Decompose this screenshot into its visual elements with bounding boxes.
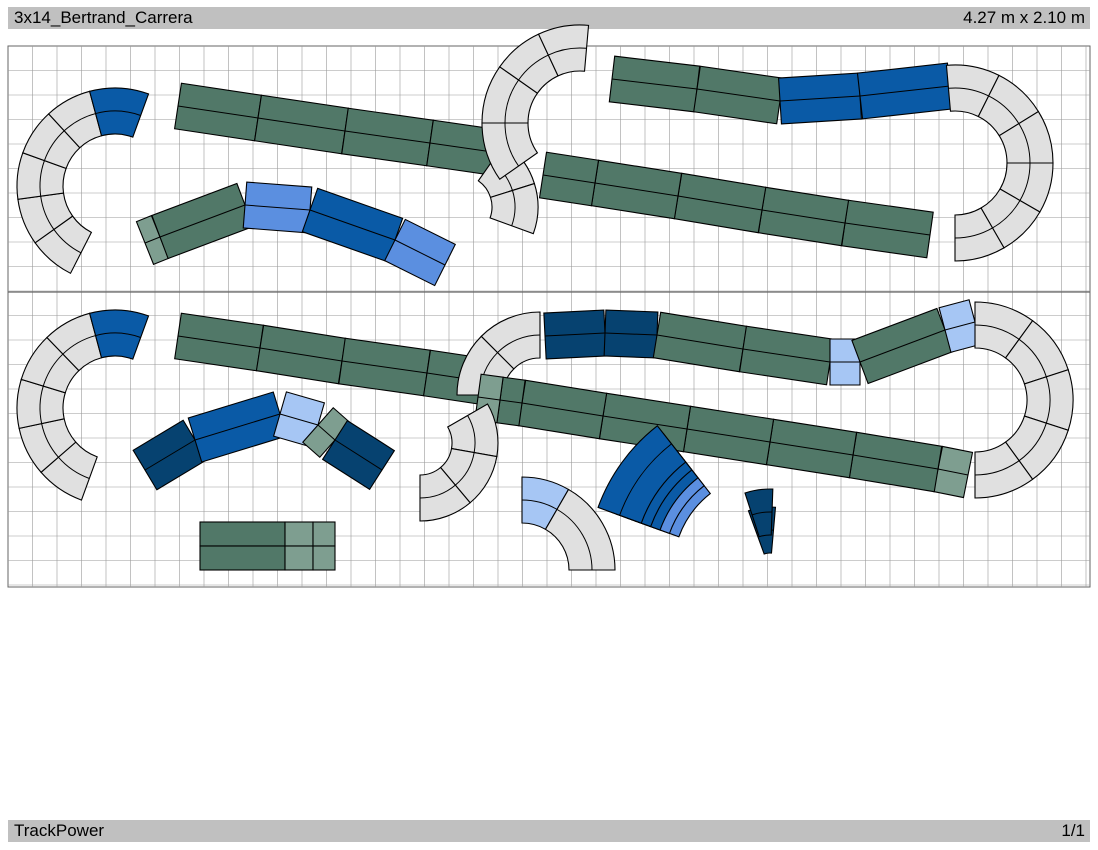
lane-divider <box>43 130 65 161</box>
lane-divider <box>41 423 59 458</box>
lane-divider <box>309 209 396 241</box>
lane-divider <box>95 332 141 338</box>
lane-divider <box>1018 123 1031 164</box>
lane-divider <box>852 454 939 470</box>
curve-piece <box>88 309 150 360</box>
spare-short-straight <box>284 545 314 571</box>
lane-divider <box>341 360 428 374</box>
lane-divider <box>62 335 96 355</box>
lane-divider <box>974 324 1020 340</box>
curve-piece <box>974 441 1034 499</box>
lane-divider <box>394 239 446 266</box>
spare-straight <box>199 545 286 571</box>
lane-divider <box>548 47 587 56</box>
footer-bar: TrackPower 1/1 <box>8 820 1090 842</box>
lane-divider <box>779 95 861 102</box>
lane-divider <box>53 229 82 254</box>
spare-short-straight <box>312 545 336 571</box>
lane-divider <box>58 456 90 479</box>
curve-piece <box>480 311 541 370</box>
lane-divider <box>63 113 96 132</box>
lane-divider <box>477 396 501 401</box>
lane-divider <box>544 332 606 337</box>
lane-divider <box>974 460 1020 476</box>
lane-divider <box>619 443 672 516</box>
lane-divider <box>859 329 946 363</box>
app-name: TrackPower <box>14 821 105 840</box>
lane-divider <box>1018 423 1047 462</box>
header-bar: 3x14_Bertrand_Carrera 4.27 m x 2.10 m <box>8 7 1090 29</box>
lane-divider <box>39 160 45 197</box>
lane-divider <box>859 85 951 97</box>
lane-divider <box>988 95 1020 124</box>
lane-divider <box>1019 162 1031 201</box>
lane-divider <box>611 78 698 90</box>
lane-divider <box>656 334 744 350</box>
lane-divider <box>1018 338 1047 377</box>
lane-divider <box>40 196 55 230</box>
lane-divider <box>419 484 456 499</box>
page-number: 1/1 <box>1061 821 1085 840</box>
lane-divider <box>954 227 993 239</box>
lane-divider <box>521 499 558 510</box>
curve-piece <box>489 182 539 235</box>
lane-divider <box>95 110 141 116</box>
track-pieces <box>16 24 1074 571</box>
spare-straight <box>199 521 286 547</box>
lane-divider <box>177 335 261 349</box>
spare-short-straight <box>312 521 336 547</box>
lane-divider <box>317 424 336 441</box>
layout-dimensions: 4.27 m x 2.10 m <box>963 8 1085 27</box>
spare-curve <box>544 488 616 571</box>
lane-divider <box>279 413 319 426</box>
lane-divider <box>769 441 854 456</box>
lane-divider <box>499 399 523 404</box>
lane-divider <box>257 117 346 132</box>
lane-divider <box>259 347 343 362</box>
curve-piece <box>419 466 471 522</box>
lane-divider <box>511 190 516 226</box>
lane-divider <box>244 204 311 211</box>
lane-divider <box>504 122 519 167</box>
lane-divider <box>521 402 604 417</box>
curve-piece <box>88 87 150 138</box>
lane-divider <box>604 332 658 336</box>
lane-divider <box>844 222 931 236</box>
lane-divider <box>144 236 161 244</box>
curve-piece <box>537 24 590 77</box>
lane-divider <box>504 79 519 124</box>
lane-divider <box>39 385 44 424</box>
lane-divider <box>937 468 969 476</box>
lane-divider <box>467 415 476 453</box>
lane-divider <box>144 439 196 471</box>
lane-divider <box>944 321 976 331</box>
lane-divider <box>992 200 1021 229</box>
lane-divider <box>159 204 246 238</box>
lane-divider <box>42 353 64 387</box>
lane-divider <box>556 508 593 571</box>
lane-divider <box>742 348 831 363</box>
lane-divider <box>686 428 771 443</box>
lane-divider <box>594 182 679 197</box>
lane-divider <box>677 195 763 211</box>
lane-divider <box>542 174 596 184</box>
lane-divider <box>194 413 281 441</box>
lane-divider <box>761 209 846 224</box>
lane-divider <box>1045 376 1051 424</box>
layout-title: 3x14_Bertrand_Carrera <box>14 8 193 27</box>
lane-divider <box>518 54 549 81</box>
lane-divider <box>334 439 383 471</box>
curve-piece <box>954 207 1005 262</box>
lane-divider <box>696 88 781 102</box>
lane-divider <box>602 415 688 430</box>
spare-short-straight <box>284 521 314 547</box>
lane-divider <box>948 87 989 97</box>
lane-divider <box>177 105 259 119</box>
lane-divider <box>344 130 431 144</box>
lane-divider <box>497 334 541 353</box>
lane-divider <box>455 452 475 486</box>
lane-divider <box>751 511 773 516</box>
